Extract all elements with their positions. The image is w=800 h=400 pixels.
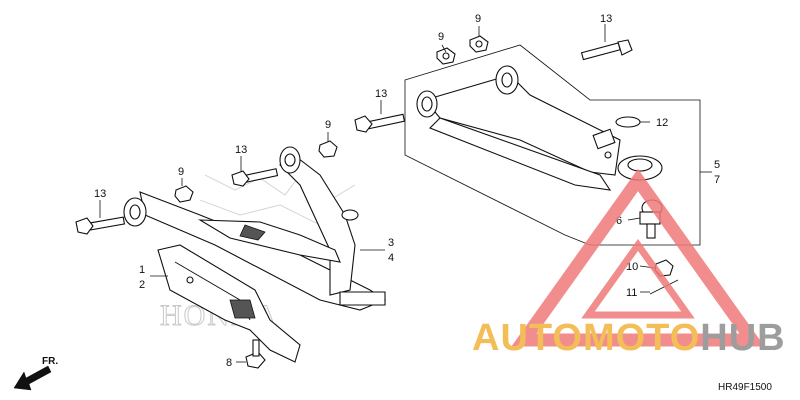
assembly-outline-right xyxy=(404,44,701,246)
callout-13: 13 xyxy=(375,88,387,100)
callout-4: 4 xyxy=(388,252,394,264)
callout-10: 10 xyxy=(626,261,638,273)
callout-6: 6 xyxy=(616,215,622,227)
bracket-tab xyxy=(592,128,616,150)
callout-numbers: 9 9 13 13 9 13 9 13 12 5 7 6 3 4 1 2 10 … xyxy=(94,13,720,369)
arrow-icon xyxy=(13,365,52,391)
lower-arm-assembly xyxy=(123,146,387,311)
leader-lines xyxy=(99,24,712,363)
bolt-13-left xyxy=(75,216,126,235)
automotohub-watermark: AUTOMOTOHUB xyxy=(472,168,786,359)
diagram-code: HR49F1500 xyxy=(718,382,772,393)
callout-1: 1 xyxy=(139,264,145,276)
bolt-13-mid xyxy=(354,113,406,133)
nut-9-left xyxy=(174,185,194,203)
svg-text:AUTOMOTOHUB: AUTOMOTOHUB xyxy=(472,317,786,359)
nut-9-mid xyxy=(318,140,338,158)
callout-13: 13 xyxy=(94,188,106,200)
warning-triangle-icon xyxy=(511,168,765,347)
callout-9: 9 xyxy=(438,31,444,43)
bolt-13-top xyxy=(580,39,633,61)
upper-arm-lower-rail xyxy=(429,117,612,191)
upper-arm-assembly xyxy=(404,44,701,246)
skid-plate xyxy=(157,244,301,363)
callout-13: 13 xyxy=(235,144,247,156)
front-direction-arrow: FR. xyxy=(13,356,58,391)
callout-13: 13 xyxy=(600,13,612,25)
nut-9-top-right xyxy=(469,35,489,53)
callout-7: 7 xyxy=(714,174,720,186)
callout-9: 9 xyxy=(475,13,481,25)
direction-label: FR. xyxy=(42,356,58,367)
callout-9: 9 xyxy=(178,166,184,178)
nut-9-top-left xyxy=(436,47,456,65)
lower-ball-joint-mount xyxy=(339,291,386,306)
callout-3: 3 xyxy=(388,237,394,249)
lower-arm-weld-plate xyxy=(239,224,266,241)
bolt-8 xyxy=(245,339,266,369)
lower-arm-cross-member xyxy=(197,219,341,263)
logo-hub: HUB xyxy=(700,317,785,359)
callout-11: 11 xyxy=(626,287,637,299)
callout-2: 2 xyxy=(139,279,145,291)
callout-5: 5 xyxy=(714,159,720,171)
bolt-13-left-upper xyxy=(231,168,279,187)
logo-moto: MOTO xyxy=(583,317,700,359)
callout-12: 12 xyxy=(656,117,668,129)
logo-auto: AUTO xyxy=(472,317,583,359)
circlip-12 xyxy=(615,116,641,128)
callout-9: 9 xyxy=(325,119,331,131)
callout-8: 8 xyxy=(226,357,232,369)
